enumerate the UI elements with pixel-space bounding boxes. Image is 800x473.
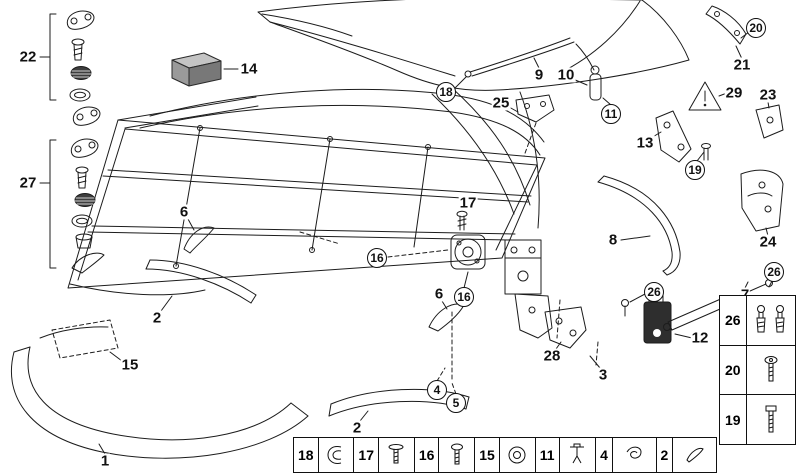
legend-cell-15: 15 <box>475 438 536 472</box>
legend-label-2: 2 <box>657 438 674 472</box>
callout-28: 28 <box>542 347 562 365</box>
callout-24: 24 <box>758 233 778 251</box>
hardware-group-22 <box>49 10 95 102</box>
callout-17: 17 <box>458 194 478 212</box>
seal-8 <box>597 175 681 276</box>
callout-2-a: 2 <box>151 309 163 327</box>
warning-triangle-icon <box>688 81 722 111</box>
screw-icon <box>747 404 795 436</box>
hinge-13 <box>655 110 692 163</box>
callout-9: 9 <box>533 66 545 84</box>
leader-lines <box>39 31 773 455</box>
tension-cables <box>464 37 602 101</box>
callout-14: 14 <box>239 60 259 78</box>
frame-skeleton <box>67 119 546 296</box>
callout-5-circled: 5 <box>446 393 466 413</box>
ball-stud-26 <box>621 299 629 317</box>
screw-19 <box>701 143 711 161</box>
bracket-25 <box>515 94 555 123</box>
legend-cell-2: 2 <box>657 438 716 472</box>
bracket-23 <box>755 104 784 139</box>
seal-band-1 <box>10 326 309 459</box>
screw-icon <box>439 442 474 468</box>
grommet-icon <box>500 442 535 468</box>
legend-cell-20: 20 <box>720 345 795 396</box>
seal-clip-icon <box>673 442 716 468</box>
legend-cell-19: 19 <box>720 395 795 445</box>
legend-label-26: 26 <box>720 296 747 345</box>
callout-15: 15 <box>120 356 140 374</box>
legend-label-18: 18 <box>294 438 319 472</box>
legend-label-20: 20 <box>720 345 747 395</box>
legend-cell-17: 17 <box>354 438 415 472</box>
legend-label-11: 11 <box>536 438 560 472</box>
callout-21: 21 <box>732 56 752 74</box>
legend-label-17: 17 <box>354 438 379 472</box>
callout-22: 22 <box>18 48 38 66</box>
callout-26-circled-b: 26 <box>764 262 784 282</box>
seal-strip-2a <box>145 259 257 304</box>
legend-cell-4: 4 <box>596 438 657 472</box>
callout-2-b: 2 <box>351 419 363 437</box>
callout-6-a: 6 <box>178 203 190 221</box>
clip-icon <box>319 442 354 468</box>
callout-23: 23 <box>758 86 778 104</box>
callout-11-circled: 11 <box>601 104 621 124</box>
bracket-21 <box>705 5 747 45</box>
callout-25: 25 <box>491 94 511 112</box>
callout-8: 8 <box>607 231 619 249</box>
legend-label-4: 4 <box>596 438 613 472</box>
legend-label-15: 15 <box>475 438 500 472</box>
hardware-group-27 <box>49 138 105 274</box>
legend-cell-18: 18 <box>294 438 355 472</box>
construction-lines <box>51 122 599 395</box>
foam-block-14 <box>171 52 222 87</box>
spring-clip-icon <box>613 442 656 468</box>
seal-wedge-6a <box>183 226 215 254</box>
callout-10: 10 <box>556 66 576 84</box>
callout-12: 12 <box>690 329 710 347</box>
callout-20-circled: 20 <box>746 18 766 38</box>
legend-cell-11: 11 <box>536 438 597 472</box>
callout-16-circled-b: 16 <box>454 287 474 307</box>
callout-13: 13 <box>635 134 655 152</box>
callout-3: 3 <box>597 366 609 384</box>
soft-top-cover <box>257 0 690 91</box>
callout-27: 27 <box>18 174 38 192</box>
callout-6-b: 6 <box>433 285 445 303</box>
callout-18-circled: 18 <box>436 82 456 102</box>
callout-26-circled-a: 26 <box>644 282 664 302</box>
grommet-plate <box>450 210 486 270</box>
bottom-fastener-legend: 18 17 16 <box>293 437 717 473</box>
bracket-28 <box>544 306 587 349</box>
folding-linkage <box>117 87 545 229</box>
bracket-24 <box>740 169 784 232</box>
legend-label-19: 19 <box>720 395 747 445</box>
ball-stud-icon <box>747 304 795 336</box>
callout-1: 1 <box>99 452 111 470</box>
main-pivot-bracket <box>504 239 553 339</box>
right-fastener-legend: 26 20 <box>719 295 796 445</box>
callout-16-circled-a: 16 <box>367 248 387 268</box>
legend-cell-16: 16 <box>415 438 476 472</box>
expanding-rivet-icon <box>560 442 596 468</box>
callout-19-circled: 19 <box>685 160 705 180</box>
rivet-icon <box>379 442 414 468</box>
torx-screw-icon <box>747 354 795 386</box>
callout-29: 29 <box>724 84 744 102</box>
legend-cell-26: 26 <box>720 296 795 346</box>
callout-4-circled: 4 <box>427 380 447 400</box>
legend-label-16: 16 <box>415 438 440 472</box>
hardware-clevis-middle <box>72 106 101 126</box>
